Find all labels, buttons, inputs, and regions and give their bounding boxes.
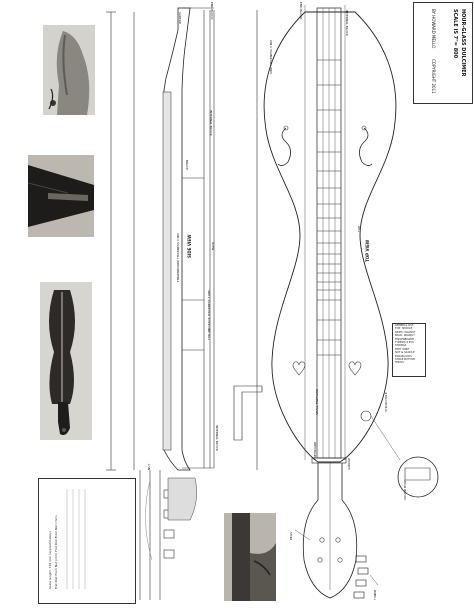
detail-zoom-circle — [397, 456, 439, 498]
detail-leader — [370, 415, 401, 461]
label-sound-hole: SOUND HOLE — [403, 479, 407, 500]
photo-tail-detail — [224, 513, 276, 601]
photo-full-dulcimer-image — [49, 290, 75, 436]
side-pegbox — [149, 470, 161, 600]
note-8: NUT & SADDLE — [395, 351, 415, 355]
copyright-text: COPYRIGHT 2011 — [431, 59, 436, 94]
note-11: FINISH — [395, 361, 404, 365]
heart-hole-right — [348, 361, 362, 376]
bracket-detail — [233, 385, 263, 441]
note-7: FRET WIRE — [395, 347, 410, 351]
label-internal-block-2: INTERNAL BLOCK — [345, 10, 349, 36]
label-tuner: TUNER — [373, 589, 377, 600]
photo-headstock-image — [28, 155, 94, 237]
note-0: GENERAL LIST — [395, 324, 414, 327]
top-view-outline — [263, 11, 397, 463]
label-side-view: SIDE VIEW — [187, 234, 192, 258]
title-text: HOUR-GLASS DULCIMER — [460, 9, 466, 77]
peghead-outline — [302, 463, 358, 599]
note-5: TUNERS 4 PCS — [395, 341, 414, 345]
fret-chart: Scale length: 724 mm (approximately) Fre… — [38, 478, 136, 604]
peg-3-side — [163, 529, 175, 539]
note-2: SIDES: WALNUT — [395, 330, 416, 334]
title-block: HOUR-GLASS DULCIMER SCALE IS 7"= 800 BY … — [413, 2, 473, 104]
label-saddle: SADDLE — [178, 12, 182, 25]
label-saddle-2: SADDLE — [347, 457, 351, 470]
label-back: BACK — [211, 241, 215, 250]
fret-chart-grid — [66, 489, 86, 589]
note-6: STRINGS — [395, 344, 407, 348]
tuners-right — [353, 555, 369, 599]
peg-4-side — [163, 549, 175, 559]
label-strum-hole: STRUM HOLE — [384, 392, 388, 412]
f-hole-left-top — [283, 125, 289, 131]
peg-hole-2 — [335, 537, 341, 543]
note-3: BACK: WALNUT — [395, 334, 415, 338]
fret-lines — [317, 59, 341, 356]
label-internal-block-3: INTERNAL BLOCK — [215, 425, 219, 451]
label-top: TOP — [357, 225, 361, 232]
side-view-outline — [163, 7, 191, 471]
f-hole-left — [277, 127, 291, 166]
photo-full-dulcimer — [40, 282, 92, 440]
heart-hole-left — [292, 361, 306, 376]
peg-hole-4 — [337, 557, 343, 563]
note-1: TOP: SPRUCE — [395, 327, 413, 331]
label-nut: NUT — [147, 463, 151, 470]
photo-scroll-head — [43, 25, 95, 115]
label-side-thickness: SIDE THICKNESS 3 MM — [269, 40, 273, 74]
leader-pegs — [294, 529, 311, 541]
label-fretboard: FRETBOARD — [313, 441, 317, 460]
materials-list: GENERAL LIST TOP: SPRUCE SIDES: WALNUT B… — [392, 323, 426, 377]
f-hole-right — [359, 127, 373, 166]
brace-lines — [182, 177, 204, 351]
detail-zoom-content — [404, 467, 431, 481]
f-hole-right-top — [361, 125, 367, 131]
byline-text: BY HOWARD MELLO — [431, 9, 436, 49]
bridge-block — [311, 457, 347, 464]
photo-headstock — [28, 155, 94, 237]
side-pegbox-curve — [145, 479, 153, 561]
detail-marker-circle — [360, 410, 372, 422]
label-brace: BRACE — [185, 160, 189, 171]
note-10: STRAP BUTTON — [395, 358, 415, 362]
label-end-block: END BLOCK — [210, 2, 214, 20]
scroll-hatch — [167, 477, 197, 521]
peg-hole-1 — [319, 537, 325, 543]
peg-hole-3 — [317, 557, 323, 563]
note-9: END BLOCKS — [395, 354, 412, 358]
note-4: FINGERBOARD — [395, 337, 414, 341]
label-top-view: TOP VIEW — [365, 239, 370, 262]
scale-text: SCALE IS 7"= 800 — [452, 9, 458, 59]
label-pegs: PEGS — [289, 532, 293, 540]
label-small-fretwire: SMALL FRETWIRE — [315, 388, 319, 415]
label-internal-block: INTERNAL BLOCK — [209, 110, 213, 136]
fingerboard-hatch — [162, 91, 172, 451]
label-end-block-2: END BLOCK — [299, 2, 303, 20]
leader-tuner — [369, 574, 379, 586]
photo-tail-detail-image — [224, 513, 276, 601]
label-fingerboard-thickness: FINGERBOARD THICKNESS 3 MM — [176, 233, 180, 282]
photo-scroll-head-image — [48, 31, 90, 115]
label-top-back-thickness: TOP AND BACK THICKNESS 3 MM — [207, 290, 211, 340]
